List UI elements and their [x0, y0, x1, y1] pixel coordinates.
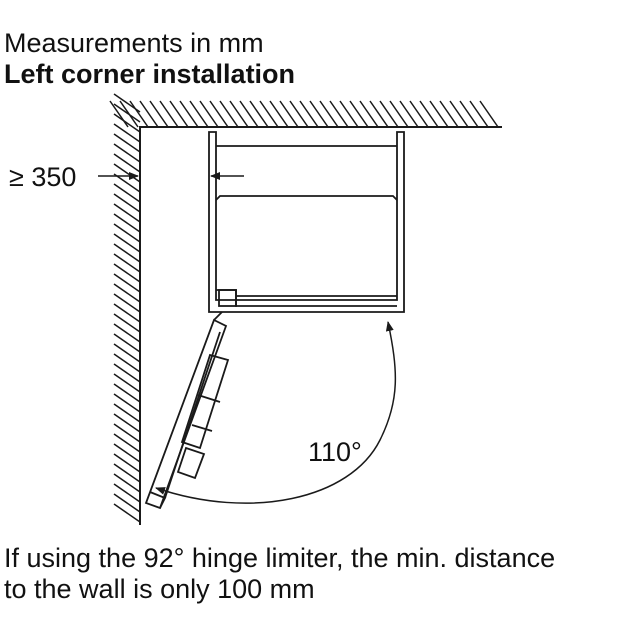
- hatch-line: [459, 100, 479, 128]
- note-line-2: to the wall is only 100 mm: [4, 574, 315, 604]
- hatch-line: [113, 393, 141, 413]
- hatch-line: [239, 100, 259, 128]
- appliance-door: [144, 311, 230, 510]
- hatch-line: [113, 133, 141, 153]
- hatch-line: [113, 173, 141, 193]
- hatch-line: [279, 100, 299, 128]
- hatch-line: [113, 493, 141, 513]
- hatch-line: [309, 100, 329, 128]
- hatch-line: [339, 100, 359, 128]
- door-angle-arc: [155, 321, 397, 504]
- hatch-line: [113, 223, 141, 243]
- hatch-line: [389, 100, 409, 128]
- hatch-line: [209, 100, 229, 128]
- hatch-line: [113, 363, 141, 383]
- hatch-line: [113, 453, 141, 473]
- wall-distance-label: ≥ 350: [9, 162, 77, 192]
- hatch-line: [113, 163, 141, 183]
- hatch-line: [289, 100, 309, 128]
- hatch-line: [113, 353, 141, 373]
- hatch-line: [449, 100, 469, 128]
- hatch-line: [109, 100, 129, 128]
- hatch-line: [113, 313, 141, 333]
- hatch-line: [139, 100, 159, 128]
- hatch-line: [479, 100, 499, 128]
- hatch-line: [113, 423, 141, 443]
- hatch-line: [113, 473, 141, 493]
- door-angle-label: 110°: [308, 437, 362, 467]
- hatch-line: [329, 100, 349, 128]
- ceiling-wall-hatch: [109, 100, 499, 128]
- left-wall-hatch: [113, 93, 141, 523]
- hatch-line: [319, 100, 339, 128]
- hatch-line: [199, 100, 219, 128]
- hatch-line: [113, 273, 141, 293]
- hatch-line: [113, 373, 141, 393]
- hatch-line: [113, 263, 141, 283]
- hatch-line: [159, 100, 179, 128]
- hinge-limiter-note: If using the 92° hinge limiter, the min.…: [4, 543, 640, 605]
- hatch-line: [113, 383, 141, 403]
- hatch-line: [469, 100, 489, 128]
- hatch-line: [129, 100, 149, 128]
- wall-corner-line: [139, 126, 502, 525]
- hatch-line: [419, 100, 439, 128]
- hatch-line: [259, 100, 279, 128]
- hatch-line: [113, 253, 141, 273]
- hatch-line: [409, 100, 429, 128]
- hatch-line: [349, 100, 369, 128]
- hatch-line: [113, 283, 141, 303]
- hatch-line: [113, 213, 141, 233]
- hatch-line: [113, 203, 141, 223]
- header-title: Measurements in mm: [4, 28, 264, 58]
- hatch-line: [429, 100, 449, 128]
- hatch-line: [113, 333, 141, 353]
- hatch-line: [359, 100, 379, 128]
- hatch-line: [229, 100, 249, 128]
- hatch-line: [113, 153, 141, 173]
- hatch-line: [113, 193, 141, 213]
- hatch-line: [219, 100, 239, 128]
- hatch-line: [113, 303, 141, 323]
- hatch-line: [299, 100, 319, 128]
- hatch-line: [113, 443, 141, 463]
- hatch-line: [113, 233, 141, 253]
- hatch-line: [399, 100, 419, 128]
- hatch-line: [439, 100, 459, 128]
- hatch-line: [113, 123, 141, 143]
- header-subtitle: Left corner installation: [4, 59, 296, 89]
- hatch-line: [189, 100, 209, 128]
- hatch-line: [113, 343, 141, 363]
- hatch-line: [113, 243, 141, 263]
- appliance-cabinet: [208, 131, 405, 313]
- hatch-line: [113, 323, 141, 343]
- hatch-line: [113, 413, 141, 433]
- hatch-line: [113, 463, 141, 483]
- hatch-line: [113, 483, 141, 503]
- hatch-line: [113, 403, 141, 423]
- hatch-line: [113, 183, 141, 203]
- hatch-line: [149, 100, 169, 128]
- hatch-line: [113, 93, 141, 113]
- hatch-line: [249, 100, 269, 128]
- hatch-line: [113, 433, 141, 453]
- hatch-line: [113, 503, 141, 523]
- hatch-line: [179, 100, 199, 128]
- hatch-line: [169, 100, 189, 128]
- note-line-1: If using the 92° hinge limiter, the min.…: [4, 543, 556, 573]
- hatch-line: [113, 113, 141, 133]
- hatch-line: [113, 143, 141, 163]
- hatch-line: [369, 100, 389, 128]
- hatch-line: [379, 100, 399, 128]
- hatch-line: [113, 103, 141, 123]
- hatch-line: [269, 100, 289, 128]
- hatch-line: [113, 293, 141, 313]
